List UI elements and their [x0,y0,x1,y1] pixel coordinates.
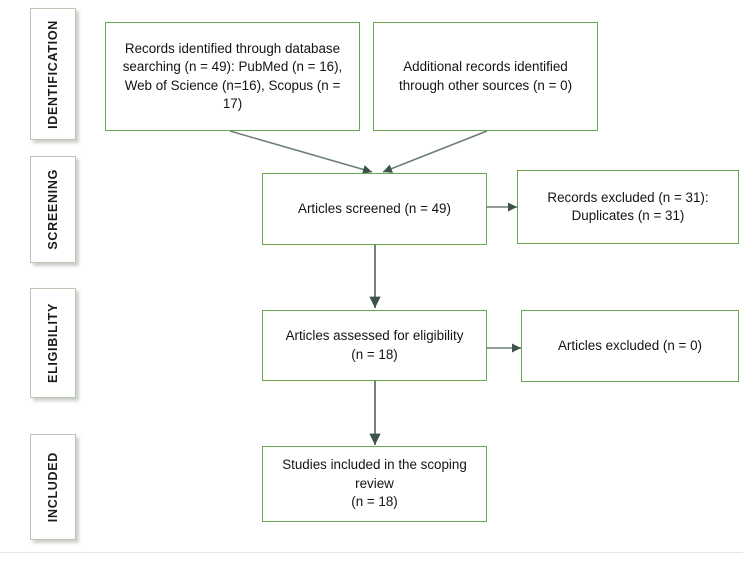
footer-divider [0,552,743,553]
stage-eligibility: ELIGIBILITY [30,288,76,398]
box-articles-excluded-text: Articles excluded (n = 0) [557,337,702,353]
connector-additional-to-screened [382,130,488,173]
stage-screening: SCREENING [30,156,76,263]
box-additional-records-text: Additional records identified through ot… [398,59,573,93]
stage-screening-label: SCREENING [46,169,60,250]
box-records-excluded-text: Records excluded (n = 31): Duplicates (n… [547,189,709,224]
box-articles-excluded: Articles excluded (n = 0) [521,310,739,382]
box-additional-records: Additional records identified through ot… [373,22,598,131]
stage-identification-label: IDENTIFICATION [46,19,60,129]
box-studies-included-text: Studies included in the scoping review (… [282,457,467,510]
box-articles-assessed: Articles assessed for eligibility (n = 1… [262,310,487,381]
box-articles-screened-text: Articles screened (n = 49) [298,200,451,216]
stage-identification: IDENTIFICATION [30,8,76,140]
stage-included-label: INCLUDED [46,451,60,523]
box-records-identified-text: Records identified through database sear… [122,40,343,112]
stage-eligibility-label: ELIGIBILITY [46,303,60,383]
box-studies-included: Studies included in the scoping review (… [262,446,487,522]
connector-identified-to-screened [229,130,373,174]
box-articles-screened: Articles screened (n = 49) [262,173,487,245]
box-records-excluded: Records excluded (n = 31): Duplicates (n… [517,170,739,244]
box-records-identified: Records identified through database sear… [105,22,360,131]
box-articles-assessed-text: Articles assessed for eligibility (n = 1… [285,328,464,362]
stage-included: INCLUDED [30,434,76,540]
